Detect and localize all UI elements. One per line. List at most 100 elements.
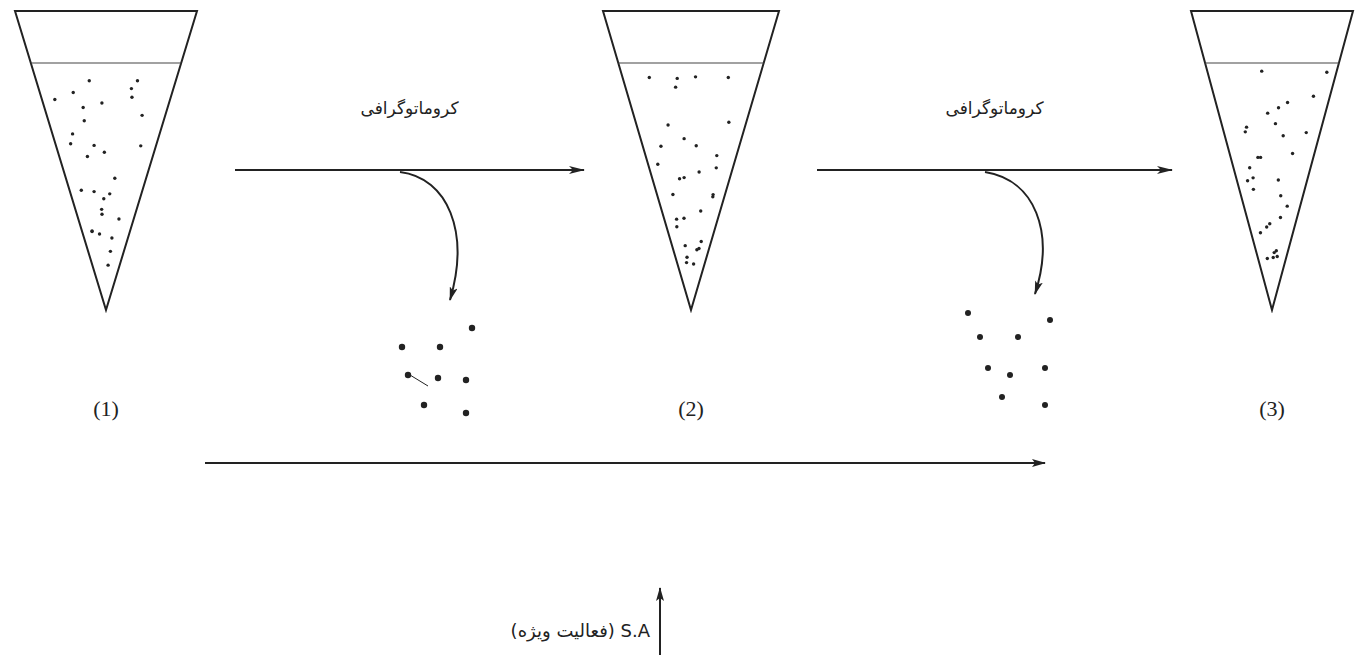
particle bbox=[92, 190, 95, 193]
pointer-arrow bbox=[659, 588, 661, 655]
particle bbox=[682, 137, 685, 140]
particle bbox=[695, 144, 698, 147]
particle bbox=[682, 176, 685, 179]
increase-arrow bbox=[205, 462, 1045, 464]
particle bbox=[1245, 125, 1248, 128]
particle bbox=[671, 193, 674, 196]
particle bbox=[102, 197, 105, 200]
process-arrow bbox=[235, 169, 584, 171]
flask-wall bbox=[15, 11, 197, 310]
particle bbox=[675, 225, 678, 228]
removed-particles bbox=[965, 310, 1053, 408]
particle bbox=[727, 120, 730, 123]
particle bbox=[685, 256, 688, 259]
particle bbox=[1259, 156, 1262, 159]
particle bbox=[674, 85, 677, 88]
particle bbox=[1274, 122, 1277, 125]
scratch-mark bbox=[410, 375, 428, 386]
particle bbox=[697, 247, 700, 250]
flask-wall bbox=[1191, 11, 1353, 310]
particle bbox=[80, 189, 83, 192]
particle bbox=[1286, 101, 1289, 104]
particle bbox=[715, 166, 718, 169]
particle bbox=[1276, 255, 1279, 258]
particle bbox=[139, 144, 142, 147]
particle bbox=[98, 232, 101, 235]
particle bbox=[1275, 249, 1278, 252]
liquid-surface bbox=[618, 62, 763, 63]
particle bbox=[117, 217, 120, 220]
particle bbox=[685, 261, 688, 264]
axis-label: S.A (فعالیت ویژه) bbox=[511, 620, 650, 641]
particle bbox=[1279, 216, 1282, 219]
particle bbox=[1305, 131, 1308, 134]
particle bbox=[659, 145, 662, 148]
flask: (3) bbox=[1188, 8, 1356, 426]
particle bbox=[69, 142, 72, 145]
particle bbox=[666, 123, 669, 126]
particle bbox=[694, 75, 697, 78]
particle bbox=[676, 77, 679, 80]
particle bbox=[109, 250, 112, 253]
particle bbox=[697, 170, 700, 173]
particle bbox=[110, 236, 113, 239]
particle bbox=[92, 144, 95, 147]
flask-wall bbox=[603, 11, 779, 310]
particle bbox=[108, 192, 111, 195]
particle bbox=[71, 132, 74, 135]
particle bbox=[1246, 179, 1249, 182]
particle bbox=[72, 91, 75, 94]
liquid-surface bbox=[1205, 62, 1339, 63]
particle bbox=[682, 217, 685, 220]
particle bbox=[1266, 257, 1269, 260]
particle bbox=[83, 119, 86, 122]
process-arrow bbox=[817, 169, 1172, 171]
curved-arrow bbox=[985, 172, 1043, 294]
removed-particles bbox=[399, 325, 475, 416]
particle bbox=[1325, 71, 1328, 74]
particle bbox=[86, 155, 89, 158]
liquid-surface bbox=[31, 62, 181, 63]
particle bbox=[130, 87, 133, 90]
particle bbox=[1248, 166, 1251, 169]
flask: (1) bbox=[12, 8, 200, 426]
particle bbox=[1259, 231, 1262, 234]
flask-number: (3) bbox=[1188, 396, 1356, 422]
particle bbox=[656, 162, 659, 165]
flask-outline bbox=[1188, 8, 1356, 313]
particle bbox=[81, 106, 84, 109]
particle bbox=[678, 177, 681, 180]
edge-label: کروماتوگرافی bbox=[943, 98, 1047, 118]
curved-arrow bbox=[400, 172, 457, 300]
particle bbox=[684, 244, 687, 247]
particle bbox=[699, 209, 702, 212]
particle bbox=[1260, 69, 1263, 72]
particle bbox=[692, 262, 695, 265]
flask-number: (2) bbox=[600, 396, 782, 422]
particle bbox=[1312, 95, 1315, 98]
flask-outline bbox=[12, 8, 200, 313]
particle bbox=[1244, 130, 1247, 133]
particle bbox=[100, 101, 103, 104]
particles bbox=[648, 75, 731, 266]
particle bbox=[675, 217, 678, 220]
particle bbox=[1272, 256, 1275, 259]
particle bbox=[1265, 225, 1268, 228]
particle bbox=[727, 76, 730, 79]
particle bbox=[100, 213, 103, 216]
particle bbox=[106, 263, 109, 266]
particle bbox=[100, 208, 103, 211]
particle bbox=[1286, 204, 1289, 207]
particle bbox=[90, 229, 93, 232]
particle bbox=[1277, 106, 1280, 109]
particle bbox=[715, 154, 718, 157]
flask-number: (1) bbox=[12, 396, 200, 422]
particle bbox=[1291, 152, 1294, 155]
particle bbox=[90, 230, 93, 233]
particle bbox=[130, 96, 133, 99]
